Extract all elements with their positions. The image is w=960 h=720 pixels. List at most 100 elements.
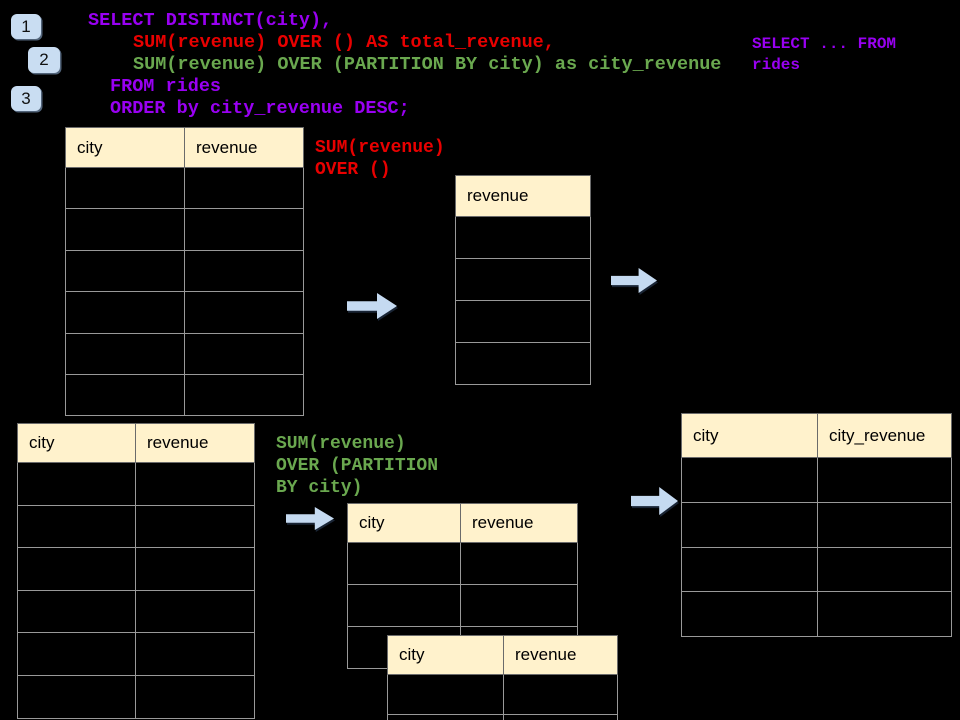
code-line: SUM(revenue) xyxy=(315,138,445,158)
table-row xyxy=(455,342,591,385)
table-source-bottom: city revenue xyxy=(17,423,255,719)
column-header-revenue: revenue xyxy=(460,503,578,543)
table-cell xyxy=(184,291,304,334)
table-cell xyxy=(65,166,185,210)
table-cell xyxy=(184,249,304,293)
table-cell xyxy=(681,546,818,593)
table-row xyxy=(65,332,304,375)
table-cell xyxy=(681,591,818,638)
column-header-city: city xyxy=(17,423,136,463)
table-row xyxy=(65,208,304,251)
table-row xyxy=(455,216,591,259)
table-cell xyxy=(65,208,185,251)
table-cell xyxy=(817,457,952,503)
table-cell xyxy=(817,546,952,593)
table-cell xyxy=(817,501,952,548)
table-cell xyxy=(135,632,255,676)
table-cell xyxy=(184,166,304,210)
table-cell xyxy=(17,504,136,549)
table-row xyxy=(387,674,618,715)
table-city-revenue-result: city city_revenue xyxy=(681,413,952,638)
table-cell xyxy=(184,332,304,375)
arrow-right-icon xyxy=(631,487,678,515)
code-line: FROM rides xyxy=(110,76,222,97)
table-row xyxy=(17,547,255,591)
table-cell xyxy=(681,457,818,503)
table-row xyxy=(17,462,255,506)
table-row xyxy=(65,291,304,334)
table-row xyxy=(17,589,255,634)
table-cell xyxy=(65,332,185,375)
column-header-revenue: revenue xyxy=(455,175,591,217)
table-row xyxy=(681,457,952,503)
arrow-right-icon xyxy=(286,507,334,530)
table-row xyxy=(347,542,578,585)
code-line: OVER () xyxy=(315,160,391,180)
side-note-code: SELECT ... FROM rides xyxy=(752,34,896,76)
table-row xyxy=(17,674,255,719)
table-cell xyxy=(184,208,304,251)
code-line: OVER (PARTITION xyxy=(276,456,439,476)
table-cell xyxy=(65,291,185,334)
table-cell xyxy=(135,504,255,549)
table-cell xyxy=(455,258,591,301)
table-row xyxy=(65,249,304,293)
table-cell xyxy=(65,373,185,417)
code-line: SELECT DISTINCT(city), xyxy=(88,10,333,31)
table-partition-overlay: city revenue xyxy=(387,635,618,720)
arrow-right-icon xyxy=(347,293,397,319)
table-cell xyxy=(17,547,136,591)
table-row xyxy=(455,300,591,343)
table-row xyxy=(17,632,255,676)
column-header-city: city xyxy=(65,127,185,168)
step-badge-3: 3 xyxy=(11,86,41,111)
column-header-revenue: revenue xyxy=(503,635,618,675)
table-cell xyxy=(17,462,136,506)
step-badge-2: 2 xyxy=(28,47,60,73)
table-cell xyxy=(184,373,304,417)
column-header-city: city xyxy=(681,413,818,458)
table-cell xyxy=(455,216,591,259)
table-row xyxy=(681,591,952,638)
table-cell xyxy=(65,249,185,293)
table-revenue-only: revenue xyxy=(455,175,591,385)
table-cell xyxy=(387,714,504,720)
table-cell xyxy=(460,584,578,627)
table-cell xyxy=(387,674,504,715)
table-cell xyxy=(135,589,255,634)
table-source-top: city revenue xyxy=(65,127,304,417)
code-line: rides xyxy=(752,56,801,74)
table-row xyxy=(17,504,255,549)
column-header-city-revenue: city_revenue xyxy=(817,413,952,458)
table-cell xyxy=(347,584,461,627)
arrow-right-icon xyxy=(611,268,657,293)
column-header-revenue: revenue xyxy=(184,127,304,168)
column-header-city: city xyxy=(347,503,461,543)
table-row xyxy=(387,714,618,720)
label-sum-over-empty: SUM(revenue)OVER () xyxy=(315,137,445,181)
code-line: SUM(revenue) OVER () AS total_revenue, xyxy=(133,32,555,53)
table-row xyxy=(681,501,952,548)
table-cell xyxy=(347,542,461,585)
code-line: SUM(revenue) OVER (PARTITION BY city) as… xyxy=(133,54,722,75)
table-partition-mid: city revenue xyxy=(347,503,578,669)
table-cell xyxy=(681,501,818,548)
table-row xyxy=(65,166,304,210)
column-header-revenue: revenue xyxy=(135,423,255,463)
table-cell xyxy=(460,542,578,585)
table-cell xyxy=(17,674,136,719)
table-row xyxy=(347,584,578,627)
table-cell xyxy=(135,674,255,719)
table-cell xyxy=(135,547,255,591)
table-cell xyxy=(503,714,618,720)
table-cell xyxy=(455,300,591,343)
table-cell xyxy=(503,674,618,715)
sql-code-block: SELECT DISTINCT(city),SUM(revenue) OVER … xyxy=(88,10,721,120)
table-cell xyxy=(17,632,136,676)
step-badge-1: 1 xyxy=(11,14,41,39)
code-line: SELECT ... FROM xyxy=(752,35,897,53)
code-line: ORDER by city_revenue DESC; xyxy=(110,98,410,119)
table-cell xyxy=(17,589,136,634)
